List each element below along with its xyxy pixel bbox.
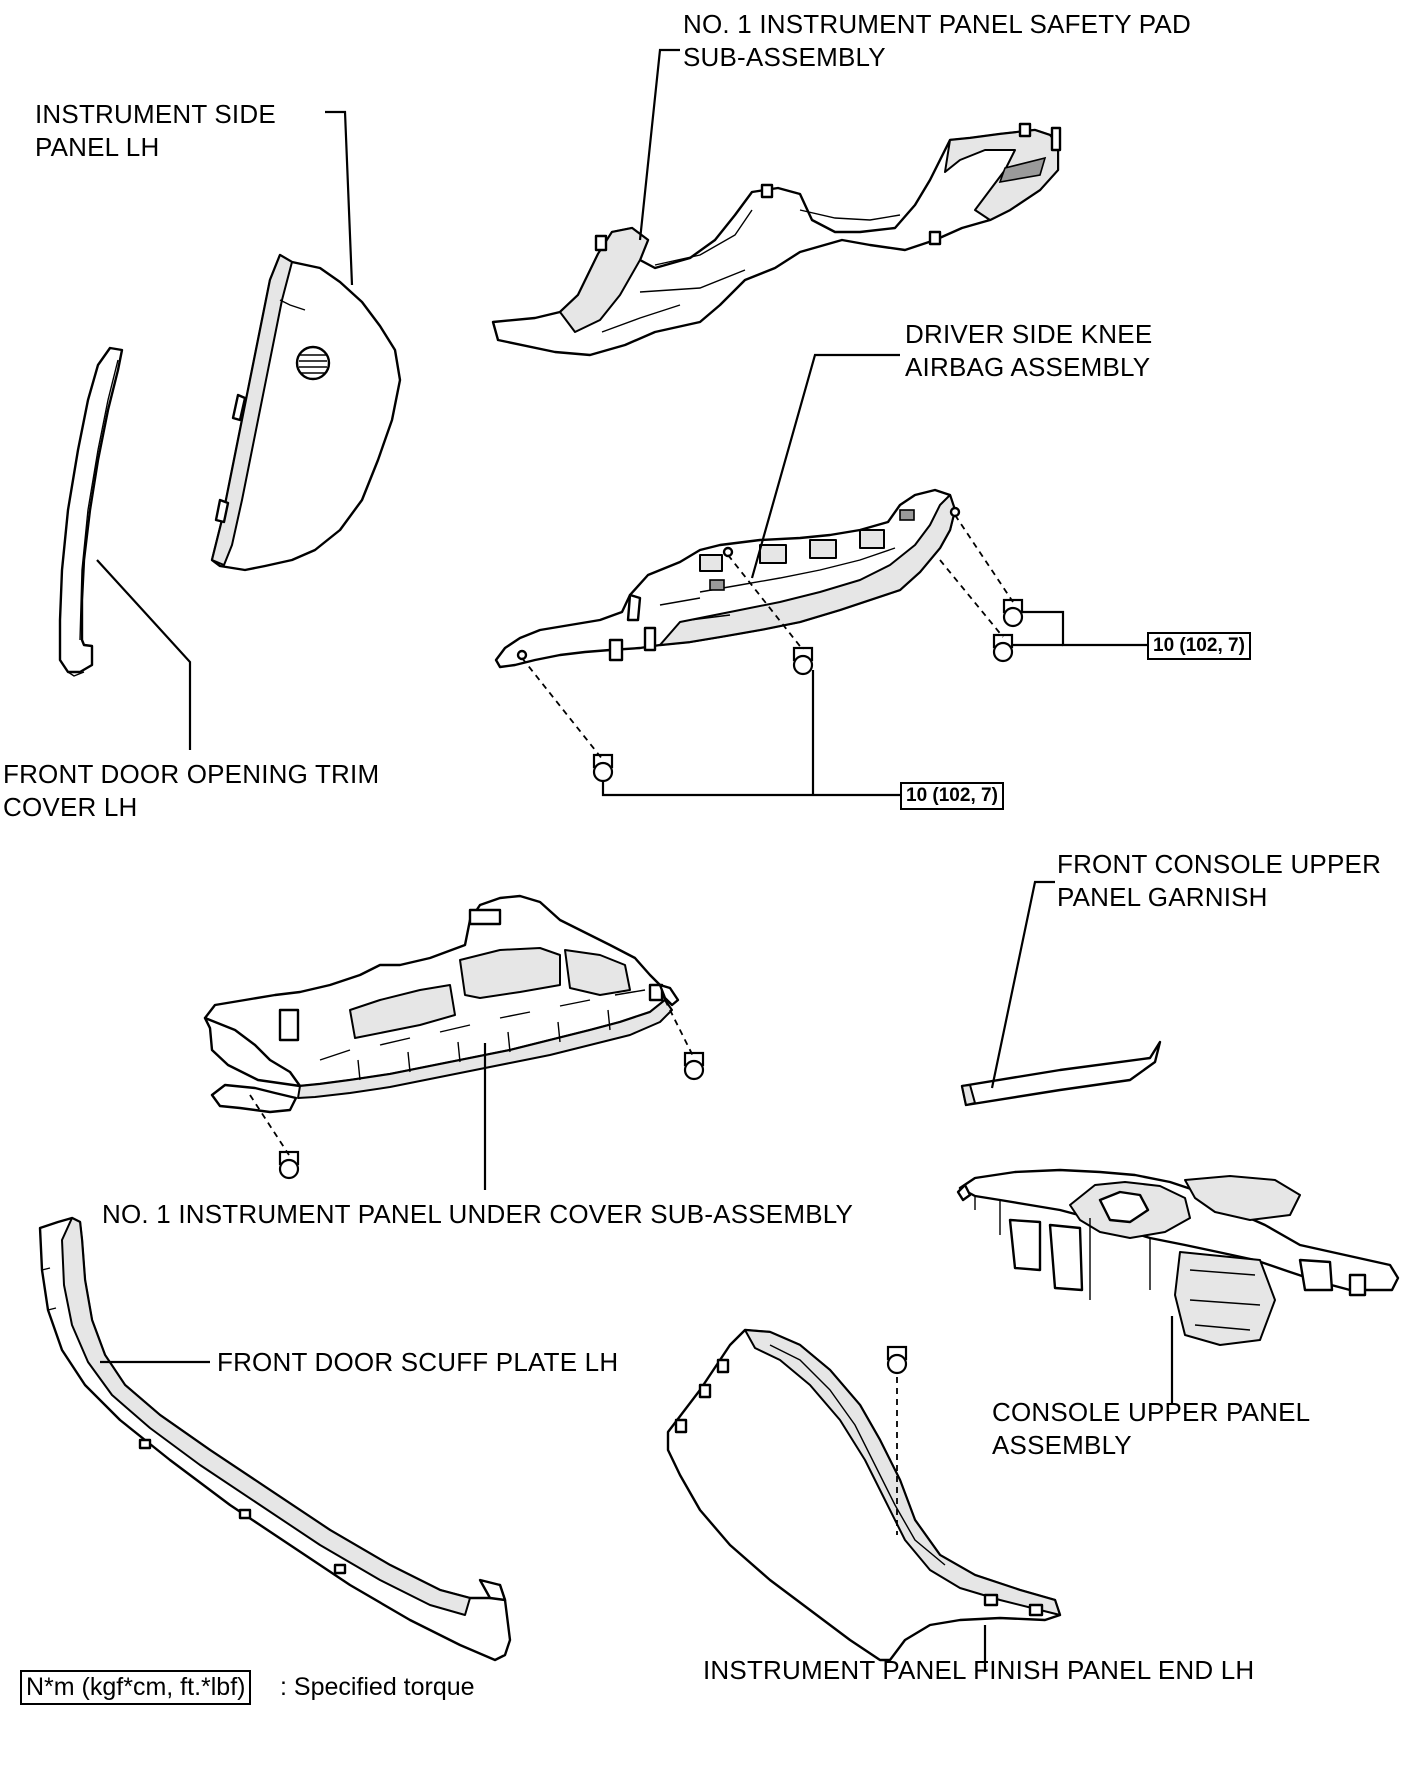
safety-pad-label: NO. 1 INSTRUMENT PANEL SAFETY PAD SUB-AS…: [683, 9, 1191, 72]
bolt-knee-right-2: [992, 633, 1014, 663]
scuff-plate-label: FRONT DOOR SCUFF PLATE LH: [217, 1347, 619, 1377]
leader-torque-upper: [1020, 610, 1150, 647]
side-panel-label: INSTRUMENT SIDE PANEL LH: [35, 99, 276, 162]
console-panel-part: [956, 1168, 1400, 1346]
torque-legend-text: : Specified torque: [280, 1673, 475, 1701]
torque-spec-lower: 10 (102, 7): [900, 782, 1004, 810]
install-line-4: [939, 559, 1004, 638]
bolt-knee-left: [592, 753, 614, 783]
bolts: [278, 598, 1024, 1375]
leader-knee-airbag: [750, 353, 900, 579]
side-panel-part: [210, 253, 402, 572]
opening-trim-label: FRONT DOOR OPENING TRIM COVER LH: [3, 759, 380, 822]
leader-safety-pad: [638, 48, 680, 241]
console-garnish-label: FRONT CONSOLE UPPER PANEL GARNISH: [1057, 849, 1382, 912]
leader-torque-lower: [601, 780, 900, 797]
console-garnish-part: [960, 1040, 1162, 1107]
scuff-plate-part: [38, 1216, 512, 1662]
bolt-finish-panel: [886, 1345, 908, 1375]
finish-panel-part: [666, 1328, 1062, 1662]
bolt-cover-right: [683, 1051, 705, 1081]
install-line-1: [521, 657, 604, 761]
opening-trim-part: [58, 346, 124, 677]
bolt-knee-right-1: [1002, 598, 1024, 628]
knee-airbag-label: DRIVER SIDE KNEE AIRBAG ASSEMBLY: [905, 319, 1153, 382]
install-line-2: [727, 554, 804, 651]
under-cover-label: NO. 1 INSTRUMENT PANEL UNDER COVER SUB-A…: [102, 1199, 854, 1229]
finish-panel-label: INSTRUMENT PANEL FINISH PANEL END LH: [703, 1655, 1255, 1685]
torque-legend-box: N*m (kgf*cm, ft.*lbf): [20, 1670, 252, 1705]
console-panel-label: CONSOLE UPPER PANEL ASSEMBLY: [992, 1397, 1311, 1460]
under-cover-part: [203, 894, 680, 1114]
knee-airbag-part: [494, 488, 961, 669]
torque-spec-upper: 10 (102, 7): [1147, 632, 1251, 660]
safety-pad-part: [491, 122, 1062, 357]
leader-side-panel: [325, 110, 354, 286]
bolt-knee-center: [792, 646, 814, 676]
leader-opening-trim: [96, 559, 192, 750]
bolt-cover-left: [278, 1150, 300, 1180]
install-line-6: [249, 1094, 290, 1156]
leader-console-garnish: [990, 880, 1055, 1089]
